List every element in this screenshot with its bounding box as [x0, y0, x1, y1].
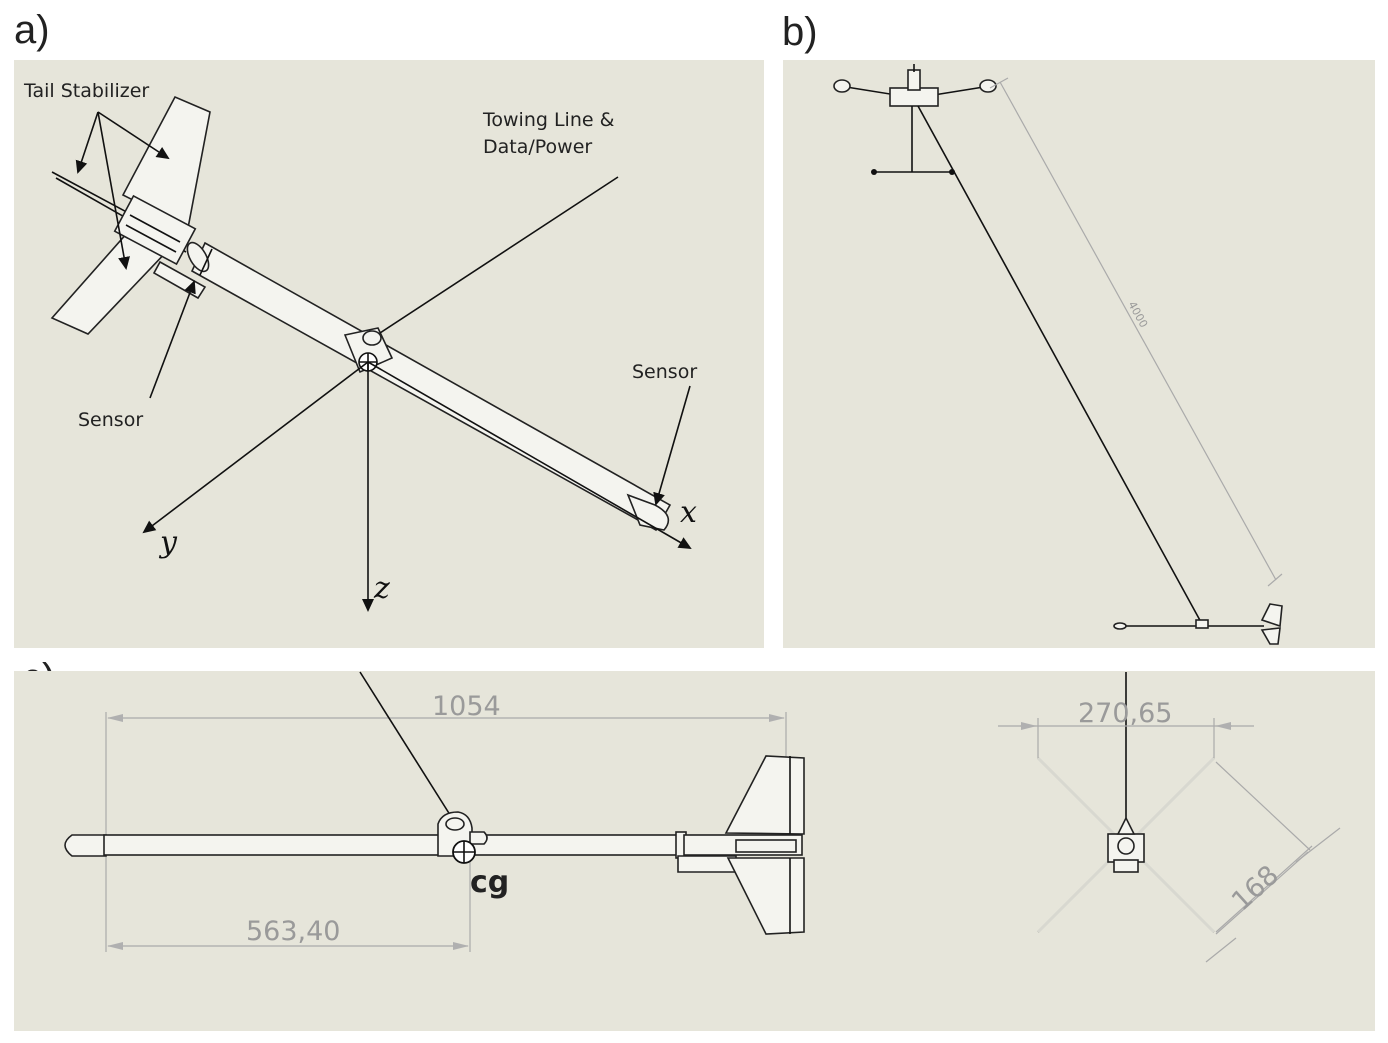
towing-line-label-2: Data/Power	[483, 136, 592, 158]
tube-side	[103, 834, 685, 856]
tail-bracket-side	[677, 855, 737, 873]
tether-dimension-line	[999, 81, 1277, 581]
panel-a-drawing: Tail Stabilizer Towing Line & Data/Power…	[23, 80, 697, 612]
cg-label: cg	[470, 865, 509, 900]
tail-callout-arrow-3	[97, 111, 130, 270]
nose-side	[64, 834, 107, 857]
span-dimension-value: 270,65	[1078, 698, 1172, 729]
sensor-left-label: Sensor	[78, 409, 143, 431]
upper-fin-side	[724, 755, 805, 835]
x-axis-arrow	[367, 361, 692, 550]
panel-b-letter: b)	[782, 10, 818, 54]
z-axis-label: z	[373, 571, 390, 606]
x-fins-front	[1036, 756, 1216, 934]
panel-b-background	[783, 60, 1375, 648]
towing-line	[379, 176, 619, 334]
tail-stabilizer-label: Tail Stabilizer	[23, 80, 149, 102]
y-axis-label: y	[158, 525, 178, 560]
tether-line	[917, 105, 1203, 625]
drone	[833, 64, 997, 175]
lower-fin-side	[726, 857, 805, 935]
sensor-right-label: Sensor	[632, 361, 697, 383]
towing-line-label-1: Towing Line &	[482, 109, 615, 131]
tail-callout-arrow-1	[75, 111, 99, 174]
y-axis-arrow	[142, 361, 369, 534]
tow-line-side	[359, 671, 453, 819]
cg-dimension-value: 563,40	[246, 916, 340, 947]
x-axis-label: x	[680, 495, 697, 530]
towed-body-side	[1113, 603, 1283, 645]
tail-mechanism	[113, 194, 197, 266]
sensor-left-callout-arrow	[149, 280, 196, 399]
fin-dimension-line	[1215, 851, 1309, 935]
tail-callout-arrow-2	[97, 111, 170, 160]
panel-b-drawing: 4000	[833, 64, 1283, 645]
length-dimension-value: 1054	[432, 691, 501, 722]
sensor-right-callout-arrow	[653, 385, 691, 506]
panel-a-letter: a)	[14, 8, 50, 52]
